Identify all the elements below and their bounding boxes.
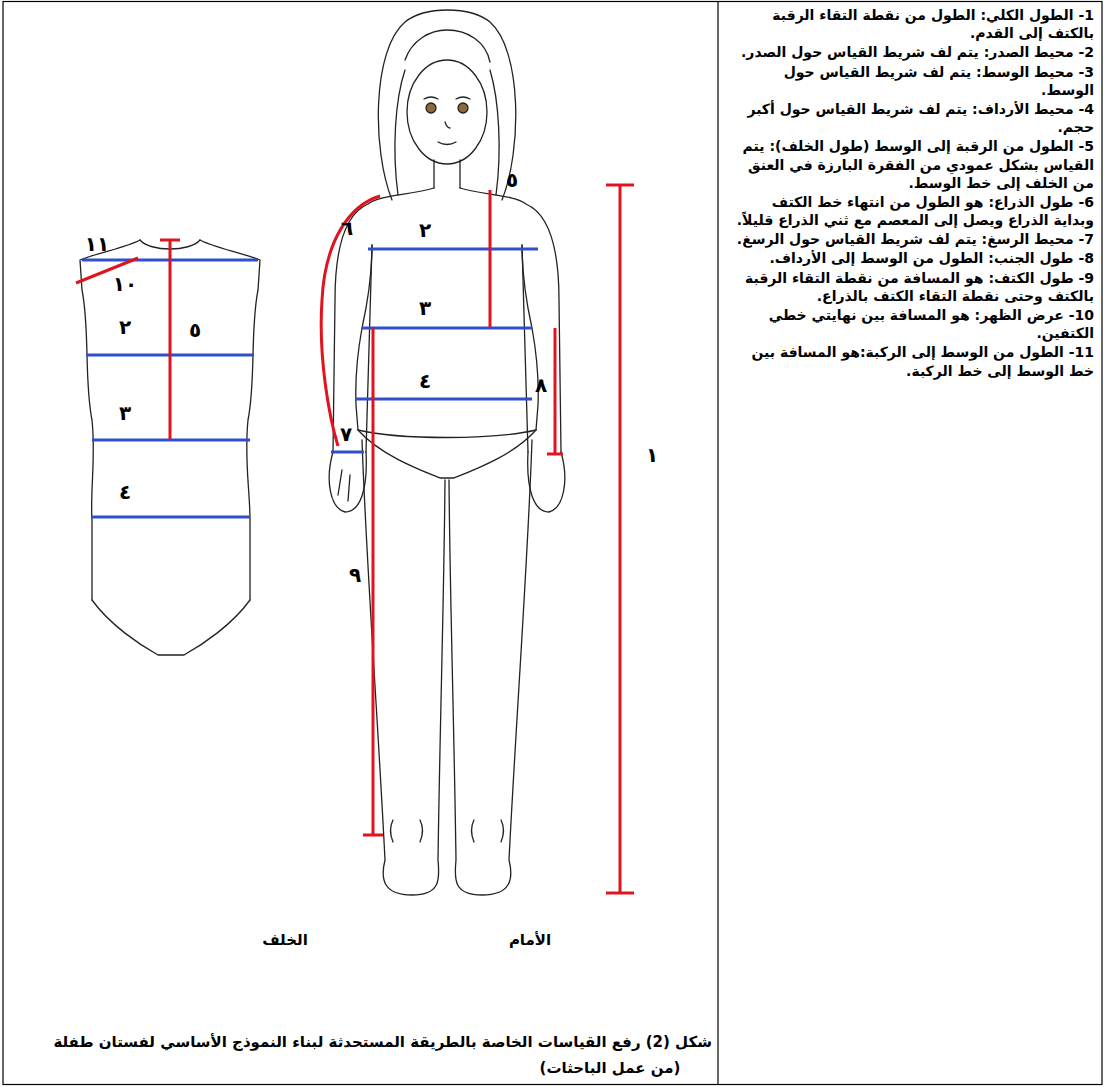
length-lines — [169, 240, 172, 440]
measurement-definition: 10- عرض الظهر: هو المسافة بين نهايتي خطي… — [728, 306, 1094, 342]
circumference-lines — [355, 397, 532, 400]
girl-front-figure — [445, 122, 450, 128]
callout-number: ٥ — [506, 170, 518, 190]
callout-number: ٨ — [535, 375, 547, 395]
length-lines — [619, 185, 622, 893]
girl-back-torso — [80, 240, 260, 655]
girl-front-figure — [426, 103, 436, 113]
callout-number: ٤ — [419, 371, 431, 391]
figure-caption: شكل (2) رفع القياسات الخاصة بالطريقة الم… — [12, 1032, 712, 1052]
girl-front-figure — [458, 103, 468, 113]
length-lines — [372, 328, 375, 835]
callout-number: ١٠ — [113, 274, 137, 294]
length-lines — [489, 190, 492, 328]
circumference-lines — [92, 515, 250, 518]
circumference-lines — [368, 247, 538, 250]
length-lines — [606, 892, 634, 895]
view-label: الخلف — [262, 933, 308, 948]
measurement-definition: 2- محيط الصدر: يتم لف شريط القياس حول ال… — [728, 43, 1094, 61]
circumference-lines — [362, 326, 532, 329]
measurement-definition: 7- محيط الرسغ: يتم لف شريط القياس حول ال… — [728, 230, 1094, 248]
girl-front-figure — [405, 30, 490, 62]
measurement-definition: 3- محيط الوسط: يتم لف شريط القياس حول ال… — [728, 63, 1094, 99]
girl-back-torso — [200, 240, 260, 600]
measurement-definition: 11- الطول من الوسط إلى الركبة:هو المسافة… — [728, 343, 1094, 379]
callout-number: ٥ — [189, 320, 201, 340]
length-lines — [554, 328, 557, 454]
girl-front-figure — [329, 452, 366, 512]
measurement-definition: 4- محيط الأرداف: يتم لف شريط القياس حول … — [728, 100, 1094, 136]
girl-back-torso — [80, 240, 140, 600]
girl-front-figure — [378, 10, 515, 200]
measurement-definition: 9- طول الكتف: هو المسافة من نقطة التقاء … — [728, 269, 1094, 305]
girl-front-figure — [356, 245, 372, 430]
length-lines — [606, 184, 634, 187]
callout-number: ١١ — [85, 234, 109, 254]
girl-front-figure — [449, 440, 532, 895]
length-lines — [547, 453, 563, 456]
view-label: الأمام — [509, 933, 551, 948]
callout-number: ١ — [646, 445, 658, 465]
table-frame — [717, 2, 718, 1085]
measurement-definition: 5- الطول من الرقبة إلى الوسط (طول الخلف)… — [728, 137, 1094, 192]
girl-back-torso — [92, 600, 250, 655]
callout-number: ٤ — [119, 482, 131, 502]
callout-number: ٩ — [349, 565, 361, 585]
source-note: (من عمل الباحثات) — [540, 1061, 681, 1076]
girl-front-figure — [358, 430, 536, 478]
girl-front-figure — [424, 97, 470, 99]
callout-number: ٣ — [419, 298, 431, 318]
girl-front-figure — [522, 245, 538, 430]
callout-number: ٦ — [341, 218, 353, 238]
girl-front-figure — [460, 188, 561, 452]
girl-front-figure — [434, 160, 460, 188]
callout-number: ٢ — [419, 220, 431, 240]
circumference-lines — [331, 450, 364, 453]
callout-number: ٢ — [119, 317, 131, 337]
measurement-definition: 6- طول الذراع: هو الطول من انتهاء خط الك… — [728, 193, 1094, 229]
callout-number: ٧ — [340, 424, 352, 444]
measurement-definition: 8- طول الجنب: الطول من الوسط إلى الأرداف… — [728, 249, 1094, 267]
girl-front-figure — [329, 10, 565, 895]
length-lines — [160, 239, 180, 242]
length-lines — [321, 196, 380, 446]
table-frame — [3, 2, 1102, 1085]
girl-front-figure — [333, 188, 434, 452]
girl-front-figure — [358, 430, 536, 438]
girl-front-figure — [407, 60, 487, 164]
length-lines — [363, 834, 383, 837]
description-cell: 1- الطول الكلي: الطول من نقطة التقاء الر… — [722, 4, 1098, 383]
girl-front-figure — [438, 142, 456, 145]
table-frame — [3, 2, 1102, 1085]
length-lines — [76, 185, 634, 893]
callout-number: ٣ — [119, 403, 131, 423]
measurement-definition: 1- الطول الكلي: الطول من نقطة التقاء الر… — [728, 6, 1094, 42]
circumference-lines — [82, 249, 538, 517]
girl-front-figure — [391, 820, 504, 842]
girl-front-figure — [366, 245, 528, 452]
